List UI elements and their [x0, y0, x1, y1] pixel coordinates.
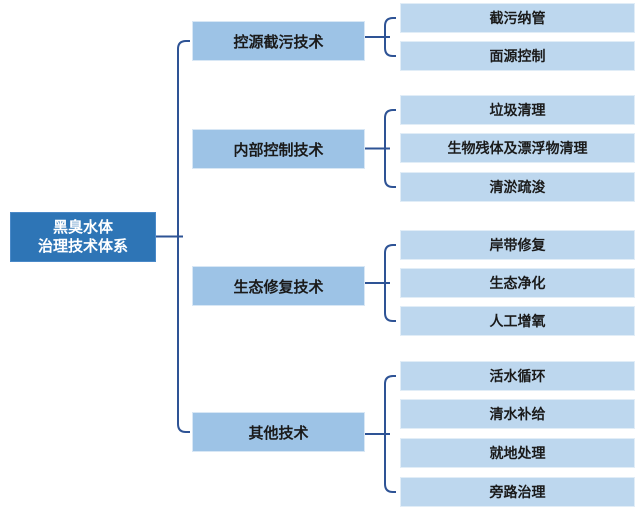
leaf-node: 截污纳管	[400, 3, 635, 33]
leaf-node: 人工增氧	[400, 306, 635, 336]
branch-node-internal-control: 内部控制技术	[192, 129, 365, 169]
leaf-node: 生物残体及漂浮物清理	[400, 133, 635, 163]
leaf-node: 面源控制	[400, 41, 635, 71]
root-bracket	[177, 40, 190, 433]
leaf-node: 岸带修复	[400, 230, 635, 260]
leaf-node: 清水补给	[400, 399, 635, 429]
root-node: 黑臭水体 治理技术体系	[10, 212, 156, 262]
leaf-node: 就地处理	[400, 438, 635, 468]
branch4-bracket	[384, 375, 396, 493]
branch3-bracket	[384, 244, 396, 322]
branch-node-ecological-restoration: 生态修复技术	[192, 266, 365, 306]
root-label-line2: 治理技术体系	[37, 238, 128, 255]
root-label-line1: 黑臭水体	[52, 218, 113, 236]
leaf-node: 生态净化	[400, 268, 635, 298]
leaf-node: 垃圾清理	[400, 95, 635, 125]
branch-node-other-tech: 其他技术	[192, 412, 365, 452]
leaf-node: 旁路治理	[400, 477, 635, 507]
leaf-node: 清淤疏浚	[400, 172, 635, 202]
branch2-bracket	[384, 109, 396, 188]
leaf-node: 活水循环	[400, 361, 635, 391]
branch1-bracket	[384, 17, 396, 57]
branch-node-source-control: 控源截污技术	[192, 21, 365, 61]
